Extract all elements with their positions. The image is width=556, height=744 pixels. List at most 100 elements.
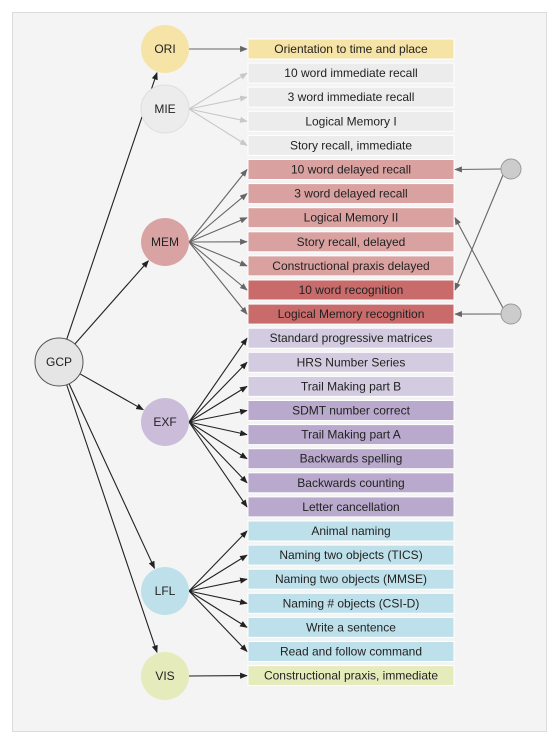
item-box: 3 word delayed recall xyxy=(247,183,455,205)
arrow-exf-item-17 xyxy=(188,421,248,460)
item-label: Standard progressive matrices xyxy=(270,331,433,345)
item-box-bg xyxy=(247,207,455,229)
arrow-lfl-item-21 xyxy=(188,554,248,592)
arrow-lfl-item-24 xyxy=(188,590,248,628)
arrow-lfl-item-22 xyxy=(188,577,248,592)
item-label: Story recall, immediate xyxy=(290,138,412,152)
arrow-mie-item-2 xyxy=(188,95,248,110)
node-gcp-circle xyxy=(34,337,84,387)
item-box-bg xyxy=(247,448,455,470)
item-box-bg xyxy=(247,641,455,662)
arrow-lfl-item-20 xyxy=(188,530,248,592)
arrow-mie-item-4 xyxy=(188,108,248,146)
item-box-bg xyxy=(247,231,455,253)
arrow-gcp-exf xyxy=(79,373,144,411)
item-box-bg xyxy=(247,279,455,301)
node-vis: VIS xyxy=(141,652,189,700)
item-box: Backwards spelling xyxy=(247,448,455,470)
item-box: Constructional praxis delayed xyxy=(247,255,455,277)
item-box-bg xyxy=(247,351,455,373)
arrow-mem-item-10 xyxy=(188,241,248,291)
item-box-bg xyxy=(247,110,455,132)
item-label: 10 word recognition xyxy=(299,283,404,297)
node-mie-label: MIE xyxy=(154,102,175,116)
item-label: Naming two objects (MMSE) xyxy=(275,572,427,586)
node-lfl-circle xyxy=(141,567,189,615)
item-box: Trail Making part A xyxy=(247,424,455,446)
arrow-r2-item-7 xyxy=(454,217,504,309)
arrow-exf-item-18 xyxy=(188,421,248,484)
item-label: Story recall, delayed xyxy=(297,235,406,249)
item-label: 3 word delayed recall xyxy=(294,187,407,201)
node-lfl-label: LFL xyxy=(155,584,176,598)
item-box: Naming # objects (CSI-D) xyxy=(247,592,455,614)
item-box-bg xyxy=(247,544,455,566)
node-exf-label: EXF xyxy=(153,415,176,429)
item-label: Logical Memory I xyxy=(305,114,396,128)
residual-node-top xyxy=(500,158,522,180)
item-label: Constructional praxis delayed xyxy=(272,259,429,273)
arrow-mem-item-5 xyxy=(188,168,248,243)
node-ori-circle xyxy=(141,25,189,73)
node-gcp-label: GCP xyxy=(46,355,72,369)
item-box: Read and follow command xyxy=(247,641,455,662)
arrow-gcp-lfl xyxy=(68,383,155,570)
arrow-exf-item-16 xyxy=(188,421,248,437)
item-label: Backwards spelling xyxy=(300,452,403,466)
item-box: SDMT number correct xyxy=(247,400,455,421)
item-box: Orientation to time and place xyxy=(247,38,455,60)
item-label: Write a sentence xyxy=(306,620,396,634)
item-box: Animal naming xyxy=(247,520,455,542)
item-box-bg xyxy=(247,568,455,590)
item-box-bg xyxy=(247,472,455,494)
item-box-bg xyxy=(247,400,455,421)
item-box: Letter cancellation xyxy=(247,496,455,518)
item-box-bg xyxy=(247,496,455,518)
item-box: Story recall, immediate xyxy=(247,134,455,156)
item-box-bg xyxy=(247,303,455,325)
item-label: Read and follow command xyxy=(280,645,422,659)
node-mie-circle xyxy=(140,84,190,134)
arrow-exf-item-19 xyxy=(188,421,248,508)
item-box: Trail Making part B xyxy=(247,375,455,397)
item-box-bg xyxy=(247,255,455,277)
item-box: Logical Memory II xyxy=(247,207,455,229)
node-mem-circle xyxy=(141,218,189,266)
arrow-r1-item-5 xyxy=(454,166,502,173)
item-label: HRS Number Series xyxy=(297,355,406,369)
item-label: 10 word delayed recall xyxy=(291,163,411,177)
item-box-bg xyxy=(247,375,455,397)
item-box-bg xyxy=(247,38,455,60)
arrow-exf-item-13 xyxy=(188,361,248,423)
item-label: Backwards counting xyxy=(297,476,404,490)
item-label: Naming two objects (TICS) xyxy=(279,548,422,562)
item-box-bg xyxy=(247,665,455,687)
arrow-r1-item-10 xyxy=(454,174,504,291)
item-label: Logical Memory recognition xyxy=(278,307,425,321)
item-box: 10 word recognition xyxy=(247,279,455,301)
node-ori-label: ORI xyxy=(154,42,175,56)
node-lfl: LFL xyxy=(141,567,189,615)
item-box: Logical Memory I xyxy=(247,110,455,132)
node-vis-label: VIS xyxy=(155,669,174,683)
arrow-mie-item-1 xyxy=(188,72,248,110)
node-ori: ORI xyxy=(141,25,189,73)
item-label: Orientation to time and place xyxy=(274,42,428,56)
item-box: 10 word delayed recall xyxy=(247,159,455,180)
item-box-bg xyxy=(247,134,455,156)
item-label: 10 word immediate recall xyxy=(284,66,417,80)
item-box-bg xyxy=(247,520,455,542)
residual-node-bottom xyxy=(500,303,522,325)
node-exf: EXF xyxy=(141,398,189,446)
item-box: Naming two objects (MMSE) xyxy=(247,568,455,590)
arrow-mie-item-3 xyxy=(188,108,248,123)
arrow-mem-item-7 xyxy=(188,217,248,243)
arrow-mem-item-6 xyxy=(188,193,248,243)
item-box-bg xyxy=(247,327,455,349)
item-label: 3 word immediate recall xyxy=(288,90,415,104)
item-label: Trail Making part B xyxy=(301,379,401,393)
item-box: Logical Memory recognition xyxy=(247,303,455,325)
node-exf-circle xyxy=(141,398,189,446)
